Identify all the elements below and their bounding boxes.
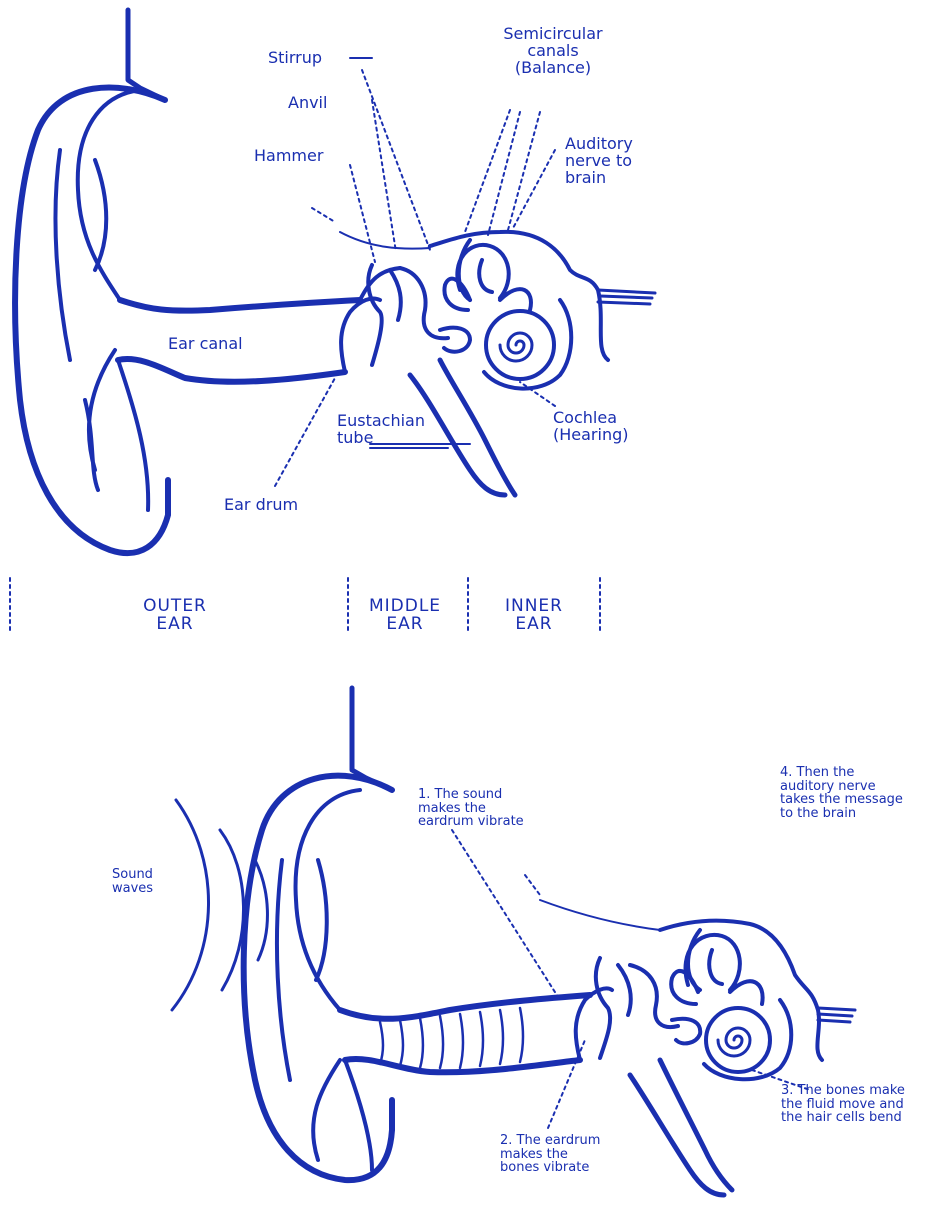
top-ear-canal-upper [120, 300, 360, 311]
label-step4-line4: to the brain [780, 807, 903, 821]
bottom-cochlea-spiral [718, 1028, 750, 1056]
top-eardrum [341, 268, 400, 372]
bottom-pinna-inner [277, 790, 360, 1080]
label-eustachian-tube: Eustachian tube [337, 413, 425, 447]
section-inner-line2: EAR [484, 616, 584, 634]
label-ear-canal: Ear canal [168, 336, 243, 353]
top-cochlea-spiral [500, 333, 532, 361]
label-sound-line1: Sound [112, 868, 153, 882]
bottom-leader-lines [452, 830, 810, 1128]
label-step4-line3: takes the message [780, 793, 903, 807]
label-anvil: Anvil [288, 95, 327, 112]
label-step2-line3: bones vibrate [500, 1161, 600, 1175]
label-sound-waves: Sound waves [112, 868, 153, 895]
label-cochlea-line2: (Hearing) [553, 427, 628, 444]
label-step-4: 4. Then the auditory nerve takes the mes… [780, 766, 903, 821]
label-semicircular-line3: (Balance) [488, 60, 618, 77]
top-auditory-nerve [598, 290, 655, 304]
label-ear-drum: Ear drum [224, 497, 298, 514]
section-outer-ear: OUTER EAR [120, 598, 230, 634]
label-auditory-line3: brain [565, 170, 633, 187]
label-step4-line1: 4. Then the [780, 766, 903, 780]
top-pinna-inner [55, 90, 140, 360]
label-step-2: 2. The eardrum makes the bones vibrate [500, 1134, 600, 1175]
label-step3-line2: the fluid move and [781, 1098, 905, 1112]
top-cochlea-outer [486, 311, 554, 379]
top-ear-canal-lower [118, 359, 345, 382]
bottom-eustachian-tube [630, 1060, 732, 1195]
label-eustachian-line2: tube [337, 430, 425, 447]
label-step4-line2: auditory nerve [780, 780, 903, 794]
label-auditory-nerve: Auditory nerve to brain [565, 136, 633, 186]
bottom-ear-diagram [172, 688, 855, 1195]
label-step3-line3: the hair cells bend [781, 1111, 905, 1125]
label-sound-line2: waves [112, 882, 153, 896]
label-step2-line2: makes the [500, 1148, 600, 1162]
sound-wave-1 [172, 800, 209, 1010]
label-step-3: 3. The bones make the fluid move and the… [781, 1084, 905, 1125]
bottom-ear-canal-upper [340, 995, 590, 1019]
label-step-1: 1. The sound makes the eardrum vibrate [418, 788, 524, 829]
bottom-semicircular-canals [671, 935, 762, 1004]
section-outer-line2: EAR [120, 616, 230, 634]
sound-wave-2 [220, 830, 244, 990]
top-eustachian-tube [410, 360, 515, 495]
sound-wave-3 [255, 860, 267, 960]
section-inner-ear: INNER EAR [484, 598, 584, 634]
label-step2-line1: 2. The eardrum [500, 1134, 600, 1148]
top-concha [85, 350, 148, 510]
top-head-outline [128, 10, 165, 100]
label-hammer: Hammer [254, 148, 323, 165]
label-stirrup: Stirrup [268, 50, 322, 67]
label-step1-line3: eardrum vibrate [418, 815, 524, 829]
label-step1-line1: 1. The sound [418, 788, 524, 802]
top-pinna [15, 88, 168, 554]
bottom-cochlea-outer [706, 1008, 770, 1072]
section-middle-line2: EAR [355, 616, 455, 634]
label-step1-line2: makes the [418, 802, 524, 816]
bottom-concha [313, 1060, 372, 1170]
top-skull-curve [340, 232, 430, 249]
label-cochlea: Cochlea (Hearing) [553, 410, 628, 444]
bottom-skull-curve [540, 900, 660, 930]
section-middle-ear: MIDDLE EAR [355, 598, 455, 634]
top-ear-diagram [10, 10, 655, 632]
label-semicircular-canals: Semicircular canals (Balance) [488, 26, 618, 76]
label-step3-line1: 3. The bones make [781, 1084, 905, 1098]
bottom-auditory-nerve [818, 1008, 855, 1022]
